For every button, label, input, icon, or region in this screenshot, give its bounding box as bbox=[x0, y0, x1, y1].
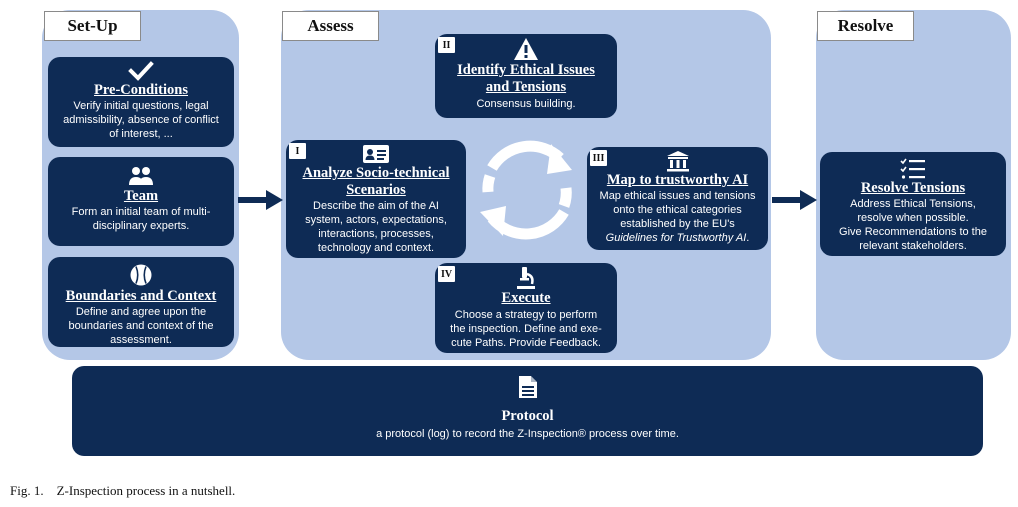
figure-caption: Fig. 1. Z-Inspection process in a nutshe… bbox=[10, 483, 236, 498]
document-icon bbox=[72, 375, 983, 399]
analyze-desc: Describe the aim of the AI system, actor… bbox=[305, 200, 447, 254]
setup-tab: Set-Up bbox=[44, 11, 141, 41]
boundaries-card: Boundaries and Context Define and agree … bbox=[48, 257, 234, 347]
execute-card: IV Execute Choose a strategy to perform … bbox=[435, 263, 617, 353]
boundaries-title: Boundaries and Context bbox=[65, 288, 217, 304]
assess-to-resolve-arrow bbox=[772, 190, 817, 210]
warning-icon bbox=[435, 37, 617, 61]
step-number-badge: I bbox=[289, 143, 306, 159]
boundaries-desc: Define and agree upon the boundaries and… bbox=[68, 306, 214, 346]
identify-desc: Consensus building. bbox=[476, 98, 576, 110]
map-title: Map to trustworthy AI bbox=[606, 172, 749, 188]
resolve-tab: Resolve bbox=[817, 11, 914, 41]
cycle-arrows-icon bbox=[480, 140, 572, 240]
team-desc: Form an initial team of multi- disciplin… bbox=[71, 206, 211, 232]
protocol-title: Protocol bbox=[501, 408, 554, 424]
analyze-title: Analyze Socio-technical Scenarios bbox=[302, 165, 450, 198]
institution-icon bbox=[587, 150, 768, 172]
people-icon bbox=[48, 166, 234, 186]
id-card-icon bbox=[286, 144, 466, 164]
step-number-badge: III bbox=[590, 150, 607, 166]
identify-title: Identify Ethical Issues and Tensions bbox=[457, 62, 595, 95]
setup-to-assess-arrow bbox=[238, 190, 283, 210]
execute-title: Execute bbox=[501, 290, 551, 306]
step-number-badge: IV bbox=[438, 266, 455, 282]
preconditions-title: Pre-Conditions bbox=[94, 82, 188, 98]
guidelines-italic: Guidelines for Trustworthy AI bbox=[605, 232, 747, 244]
baseball-icon bbox=[48, 263, 234, 287]
protocol-bar: Protocol a protocol (log) to record the … bbox=[72, 366, 983, 456]
map-desc: Map ethical issues and tensions onto the… bbox=[599, 190, 756, 244]
checklist-icon bbox=[820, 158, 1006, 180]
microscope-icon bbox=[435, 266, 617, 290]
resolve-tensions-title: Resolve Tensions bbox=[860, 180, 966, 196]
assess-tab: Assess bbox=[282, 11, 379, 41]
team-card: Team Form an initial team of multi- disc… bbox=[48, 157, 234, 246]
execute-desc: Choose a strategy to perform the inspect… bbox=[450, 309, 602, 349]
protocol-desc: a protocol (log) to record the Z-Inspect… bbox=[376, 428, 679, 440]
resolve-tensions-card: Resolve Tensions Address Ethical Tension… bbox=[820, 152, 1006, 256]
resolve-tensions-desc: Address Ethical Tensions, resolve when p… bbox=[839, 198, 987, 252]
step-number-badge: II bbox=[438, 37, 455, 53]
checkmark-icon bbox=[48, 61, 234, 81]
identify-card: II Identify Ethical Issues and Tensions … bbox=[435, 34, 617, 118]
analyze-card: I Analyze Socio-technical Scenarios Desc… bbox=[286, 140, 466, 258]
preconditions-desc: Verify initial questions, legal admissib… bbox=[63, 100, 219, 140]
preconditions-card: Pre-Conditions Verify initial questions,… bbox=[48, 57, 234, 147]
map-card: III Map to trustworthy AI Map ethical is… bbox=[587, 147, 768, 250]
team-title: Team bbox=[123, 188, 159, 204]
